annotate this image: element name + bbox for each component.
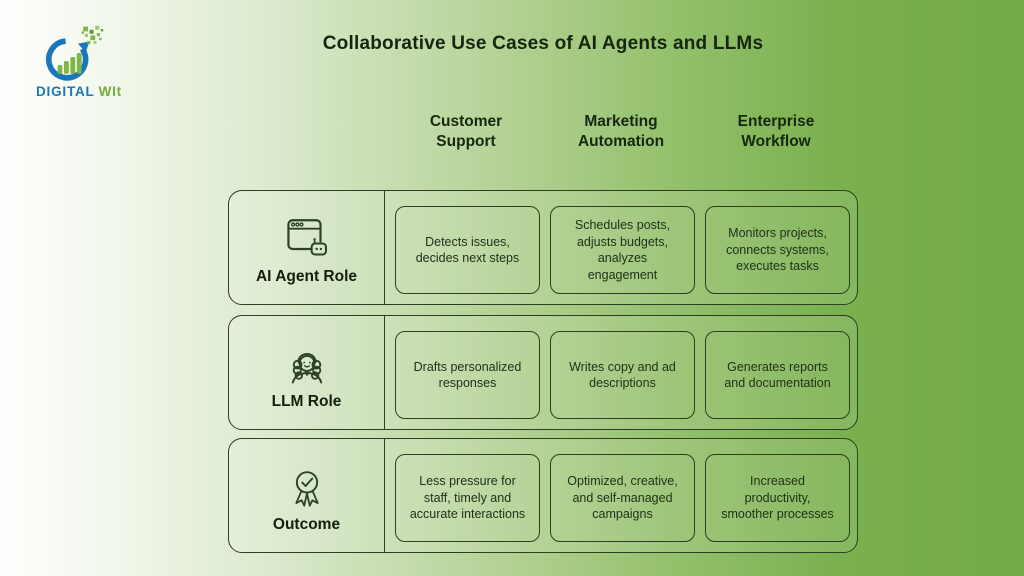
browser-robot-icon	[280, 213, 334, 263]
row-label-ai-agent-role: AI Agent Role	[229, 191, 384, 304]
row-label-text: LLM Role	[271, 393, 342, 410]
row-label-text: AI Agent Role	[255, 268, 358, 285]
cell-ai-agent-customer-support: Detects issues, decides next steps	[395, 206, 540, 294]
row-label-outcome: Outcome	[229, 439, 384, 552]
row-divider	[384, 316, 385, 429]
cell-llm-marketing-automation: Writes copy and ad descriptions	[550, 331, 695, 419]
cell-ai-agent-marketing-automation: Schedules posts, adjusts budgets, analyz…	[550, 206, 695, 294]
cell-outcome-customer-support: Less pressure for staff, timely and accu…	[395, 454, 540, 542]
row-ai-agent-role: AI Agent Role Detects issues, decides ne…	[228, 190, 858, 305]
row-label-text: Outcome	[272, 516, 341, 533]
logo-word-secondary: WIt	[98, 84, 122, 99]
cell-outcome-marketing-automation: Optimized, creative, and self-managed ca…	[550, 454, 695, 542]
page-title: Collaborative Use Cases of AI Agents and…	[322, 33, 764, 54]
column-header-customer-support: Customer Support	[429, 113, 503, 151]
persona-icon	[281, 338, 333, 388]
row-label-llm-role: LLM Role	[229, 316, 384, 429]
column-header-marketing-automation: Marketing Automation	[577, 113, 665, 151]
award-ribbon-icon	[281, 461, 333, 511]
row-divider	[384, 439, 385, 552]
cell-outcome-enterprise-workflow: Increased productivity, smoother process…	[705, 454, 850, 542]
cell-llm-customer-support: Drafts personalized responses	[395, 331, 540, 419]
row-divider	[384, 191, 385, 304]
row-outcome: Outcome Less pressure for staff, timely …	[228, 438, 858, 553]
logo-word-primary: DIGITAL	[36, 84, 95, 99]
column-header-enterprise-workflow: Enterprise Workflow	[737, 113, 815, 151]
cell-ai-agent-enterprise-workflow: Monitors projects, connects systems, exe…	[705, 206, 850, 294]
cell-llm-enterprise-workflow: Generates reports and documentation	[705, 331, 850, 419]
row-llm-role: LLM Role Drafts personalized responses W…	[228, 315, 858, 430]
digital-wit-logo-icon	[46, 25, 104, 81]
